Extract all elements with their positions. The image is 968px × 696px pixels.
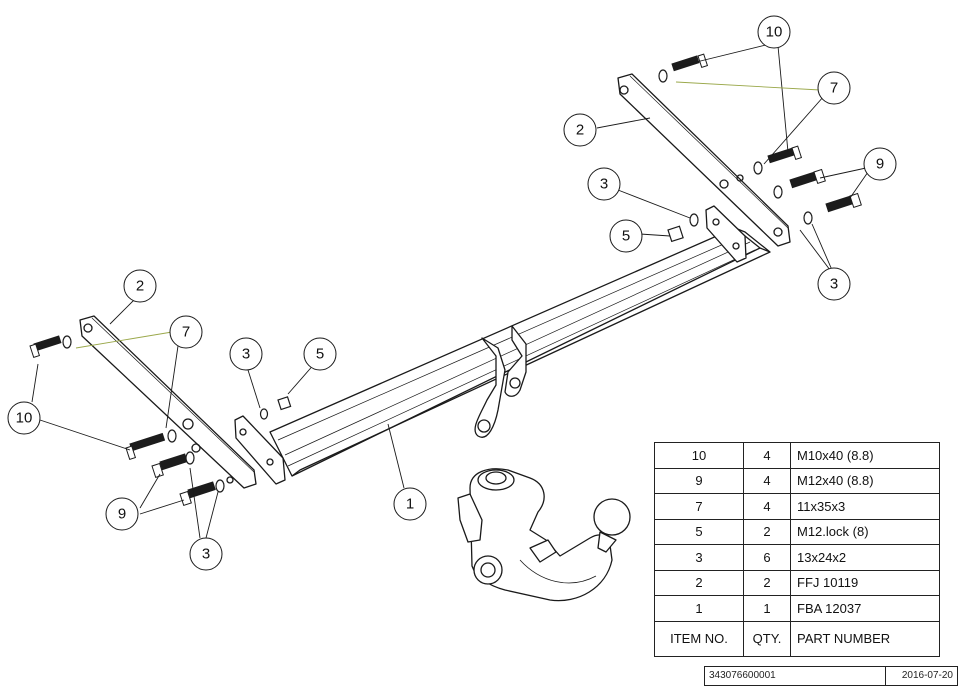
item-no-cell: 2 bbox=[654, 569, 744, 596]
callout-9-right: 9 bbox=[876, 156, 884, 173]
part-number-cell: M12.lock (8) bbox=[790, 518, 940, 545]
callout-10-top: 10 bbox=[766, 24, 783, 41]
part-number-cell: 11x35x3 bbox=[790, 493, 940, 520]
right-mount-plate bbox=[705, 205, 747, 263]
qty-cell: 4 bbox=[743, 467, 791, 494]
qty-cell: 1 bbox=[743, 595, 791, 622]
table-row: 2 2 FFJ 10119 bbox=[654, 569, 940, 596]
item-no-cell: 3 bbox=[654, 544, 744, 571]
callout-5-mid: 5 bbox=[316, 346, 324, 363]
callout-7-top: 7 bbox=[830, 80, 838, 97]
footer-divider bbox=[885, 667, 886, 685]
header-part-number: PART NUMBER bbox=[790, 620, 940, 657]
item-no-cell: 5 bbox=[654, 518, 744, 545]
item-no-cell: 7 bbox=[654, 493, 744, 520]
callout-9-left: 9 bbox=[118, 506, 126, 523]
header-item-no: ITEM NO. bbox=[654, 620, 744, 657]
drawing-date: 2016-07-20 bbox=[901, 670, 953, 681]
item-no-cell: 10 bbox=[654, 442, 744, 469]
qty-cell: 2 bbox=[743, 518, 791, 545]
table-row: 3 6 13x24x2 bbox=[654, 544, 940, 571]
qty-cell: 4 bbox=[743, 442, 791, 469]
callout-5-upper: 5 bbox=[622, 228, 630, 245]
right-side-bracket bbox=[617, 73, 791, 247]
qty-cell: 4 bbox=[743, 493, 791, 520]
drawing-footer: 343076600001 2016-07-20 bbox=[704, 666, 958, 686]
callout-10-left: 10 bbox=[16, 410, 33, 427]
callout-7-left: 7 bbox=[182, 324, 190, 341]
part-number-cell: FFJ 10119 bbox=[790, 569, 940, 596]
drawing-number: 343076600001 bbox=[709, 670, 776, 681]
callout-1: 1 bbox=[406, 496, 414, 513]
part-number-cell: M12x40 (8.8) bbox=[790, 467, 940, 494]
callout-balloons bbox=[7, 15, 897, 571]
qty-cell: 2 bbox=[743, 569, 791, 596]
left-side-bracket bbox=[79, 315, 257, 489]
table-row: 7 4 11x35x3 bbox=[654, 493, 940, 520]
table-row: 10 4 M10x40 (8.8) bbox=[654, 442, 940, 469]
callout-2-top: 2 bbox=[576, 122, 584, 139]
part-number-cell: 13x24x2 bbox=[790, 544, 940, 571]
callout-3-mid: 3 bbox=[242, 346, 250, 363]
part-number-cell: FBA 12037 bbox=[790, 595, 940, 622]
callout-3-right: 3 bbox=[830, 276, 838, 293]
table-header-row: ITEM NO. QTY. PART NUMBER bbox=[654, 620, 940, 657]
item-no-cell: 9 bbox=[654, 467, 744, 494]
table-row: 5 2 M12.lock (8) bbox=[654, 518, 940, 545]
qty-cell: 6 bbox=[743, 544, 791, 571]
header-qty: QTY. bbox=[743, 620, 791, 657]
bill-of-materials-table: 10 4 M10x40 (8.8) 9 4 M12x40 (8.8) 7 4 1… bbox=[654, 442, 940, 657]
callout-3-upper: 3 bbox=[600, 176, 608, 193]
table-row: 1 1 FBA 12037 bbox=[654, 595, 940, 622]
table-row: 9 4 M12x40 (8.8) bbox=[654, 467, 940, 494]
callout-3-bottom: 3 bbox=[202, 546, 210, 563]
tow-ball-assembly bbox=[457, 468, 631, 602]
leader-lines bbox=[31, 43, 869, 539]
left-mount-plate bbox=[234, 415, 286, 485]
callout-2-left: 2 bbox=[136, 278, 144, 295]
part-number-cell: M10x40 (8.8) bbox=[790, 442, 940, 469]
item-no-cell: 1 bbox=[654, 595, 744, 622]
crossbar bbox=[269, 227, 771, 477]
